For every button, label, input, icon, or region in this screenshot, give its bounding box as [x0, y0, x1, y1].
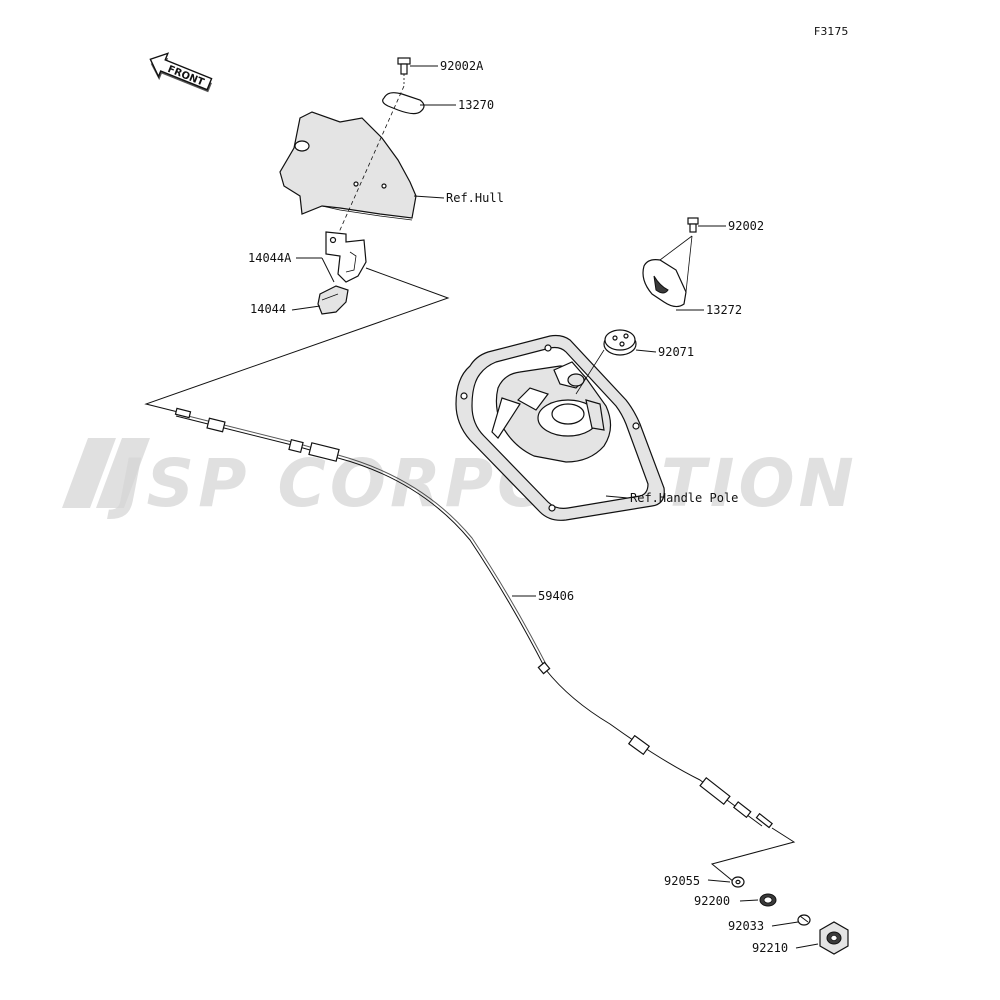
label-14044a: 14044A — [248, 251, 292, 265]
label-13272: 13272 — [706, 303, 742, 317]
hull-piece — [279, 111, 417, 221]
front-arrow-icon: FRONT — [149, 52, 213, 93]
handle-pole-assembly — [455, 334, 665, 521]
plate-13270 — [382, 92, 425, 115]
hardware-leader — [710, 827, 796, 883]
label-92210: 92210 — [752, 941, 788, 955]
label-ref-handle-pole: Ref.Handle Pole — [630, 491, 738, 505]
label-92002a: 92002A — [440, 59, 484, 73]
bolt-92002a — [397, 57, 411, 86]
bracket-14044a — [325, 231, 367, 283]
hull-bracket-assembly — [279, 57, 425, 315]
clamp-14044 — [317, 285, 349, 315]
lockwasher-92033 — [797, 914, 811, 926]
cable-59406 — [174, 407, 773, 829]
plate-13272 — [642, 235, 693, 308]
oring-92200 — [759, 893, 777, 907]
leaders-upper-left — [291, 65, 456, 311]
watermark: JSP CORPORATION — [62, 438, 858, 522]
label-92071: 92071 — [658, 345, 694, 359]
watermark-text: JSP CORPORATION — [107, 445, 858, 522]
diagram-code: F3175 — [814, 25, 848, 38]
washer-92055 — [731, 876, 745, 888]
label-59406: 59406 — [538, 589, 574, 603]
grommet-92071 — [603, 329, 637, 356]
label-92055: 92055 — [664, 874, 700, 888]
part-labels: 92002A 13270 Ref.Hull 14044A 14044 92002… — [248, 59, 788, 955]
leaders-hardware — [707, 879, 819, 949]
label-13270: 13270 — [458, 98, 494, 112]
grommet-alignment — [575, 349, 605, 395]
cable-connector-leader — [144, 267, 450, 413]
label-14044: 14044 — [250, 302, 286, 316]
label-92200: 92200 — [694, 894, 730, 908]
nut-92210 — [819, 921, 849, 955]
leaders-handle-pole — [605, 225, 726, 499]
label-ref-hull: Ref.Hull — [446, 191, 504, 205]
bolt-92002 — [687, 217, 699, 233]
label-92002: 92002 — [728, 219, 764, 233]
label-92033: 92033 — [728, 919, 764, 933]
